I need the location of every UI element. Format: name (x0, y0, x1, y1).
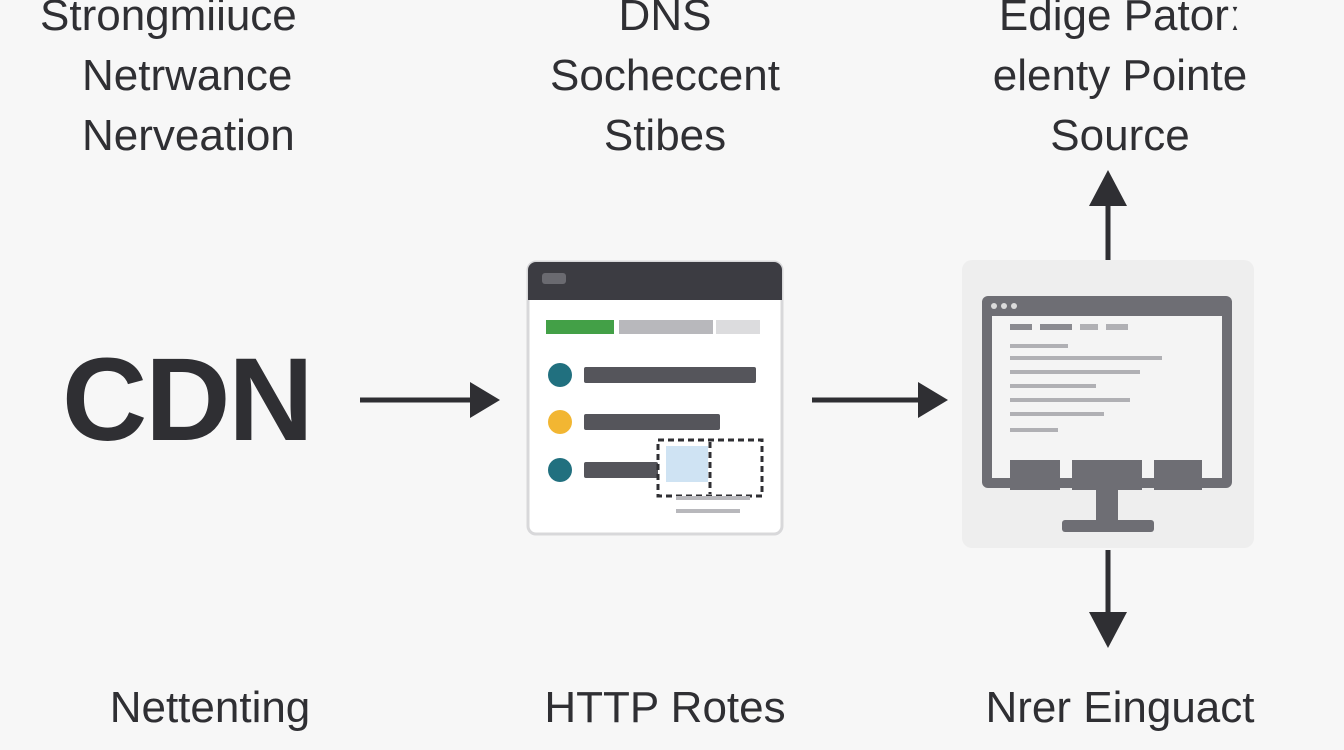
label-bottom-right: Nrer Einguact (930, 678, 1310, 738)
label-bottom-mid: HTTP Rotes (505, 678, 825, 738)
label-top-mid: DNS Socheccent Stibes (505, 0, 825, 166)
label-line: Edige Patorː (998, 0, 1242, 40)
label-line: Strongmiiuce (40, 0, 297, 40)
label-line: Stibes (603, 111, 727, 160)
cdn-label: CDN (62, 334, 314, 466)
label-line: Source (1050, 111, 1190, 160)
label-top-left: Strongmiiuce Netrwance Nerveation (40, 0, 400, 166)
arrow-right-icon (360, 382, 500, 418)
label-line: elenty Pointe (992, 51, 1248, 100)
label-top-right: Edige Patorː elenty Pointe Source (940, 0, 1300, 166)
label-line: Nrer Einguact (985, 683, 1255, 732)
monitor-icon (962, 260, 1254, 548)
label-line: Netrwance (82, 51, 293, 100)
arrow-down-icon (1089, 550, 1127, 648)
label-line: HTTP Rotes (544, 683, 786, 732)
label-line: Socheccent (550, 51, 780, 100)
label-line: Nettenting (109, 683, 311, 732)
label-bottom-left: Nettenting (50, 678, 370, 738)
arrow-up-icon (1089, 170, 1127, 260)
label-line: DNS (618, 0, 712, 40)
browser-window-icon (526, 260, 784, 536)
label-line: Nerveation (82, 111, 295, 160)
arrow-right-icon (812, 382, 948, 418)
